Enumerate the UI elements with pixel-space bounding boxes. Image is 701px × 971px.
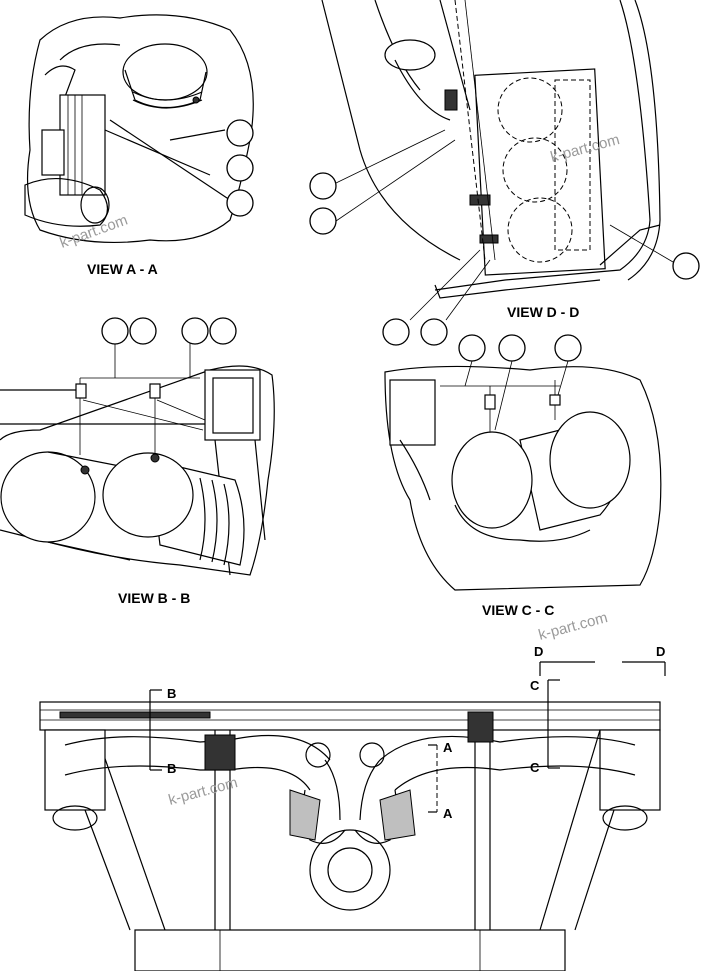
callout-d-1 bbox=[309, 172, 337, 200]
marker-c-top: C bbox=[530, 678, 540, 693]
view-c-callouts bbox=[458, 334, 582, 431]
view-d-drawing bbox=[321, 0, 661, 299]
callout-d-5 bbox=[672, 252, 700, 280]
callout-c-3 bbox=[554, 334, 582, 362]
view-c-label: VIEW C - C bbox=[482, 602, 554, 618]
callout-a-3 bbox=[226, 189, 254, 217]
marker-b-bottom: B bbox=[167, 761, 176, 776]
view-a-drawing bbox=[24, 14, 254, 244]
marker-d-right: D bbox=[656, 644, 665, 659]
callout-c-1 bbox=[458, 334, 486, 362]
view-d-callouts bbox=[309, 129, 700, 346]
watermark-4: k-part.com bbox=[167, 774, 240, 809]
view-a-label: VIEW A - A bbox=[87, 261, 158, 277]
callout-d-2 bbox=[309, 207, 337, 235]
callout-b-3 bbox=[181, 317, 209, 345]
marker-a-bottom: A bbox=[443, 806, 453, 821]
view-b-callouts bbox=[101, 317, 237, 378]
callout-c-2 bbox=[498, 334, 526, 362]
view-b-drawing bbox=[0, 365, 275, 576]
view-a-callouts bbox=[226, 119, 254, 217]
callout-d-3 bbox=[382, 318, 410, 346]
main-view-drawing bbox=[39, 701, 661, 971]
marker-a-top: A bbox=[443, 740, 453, 755]
view-d-label: VIEW D - D bbox=[507, 304, 579, 320]
callout-a-2 bbox=[226, 154, 254, 182]
view-b-label: VIEW B - B bbox=[118, 590, 190, 606]
marker-b-top: B bbox=[167, 686, 176, 701]
section-markers: B B A A C C D D bbox=[149, 644, 666, 821]
marker-d-left: D bbox=[534, 644, 543, 659]
callout-d-4 bbox=[420, 318, 448, 346]
callout-a-1 bbox=[226, 119, 254, 147]
watermark-1: k-part.com bbox=[58, 212, 130, 252]
view-c-drawing bbox=[384, 365, 662, 591]
callout-b-2 bbox=[129, 317, 157, 345]
callout-b-1 bbox=[101, 317, 129, 345]
callout-b-4 bbox=[209, 317, 237, 345]
marker-c-bottom: C bbox=[530, 760, 540, 775]
